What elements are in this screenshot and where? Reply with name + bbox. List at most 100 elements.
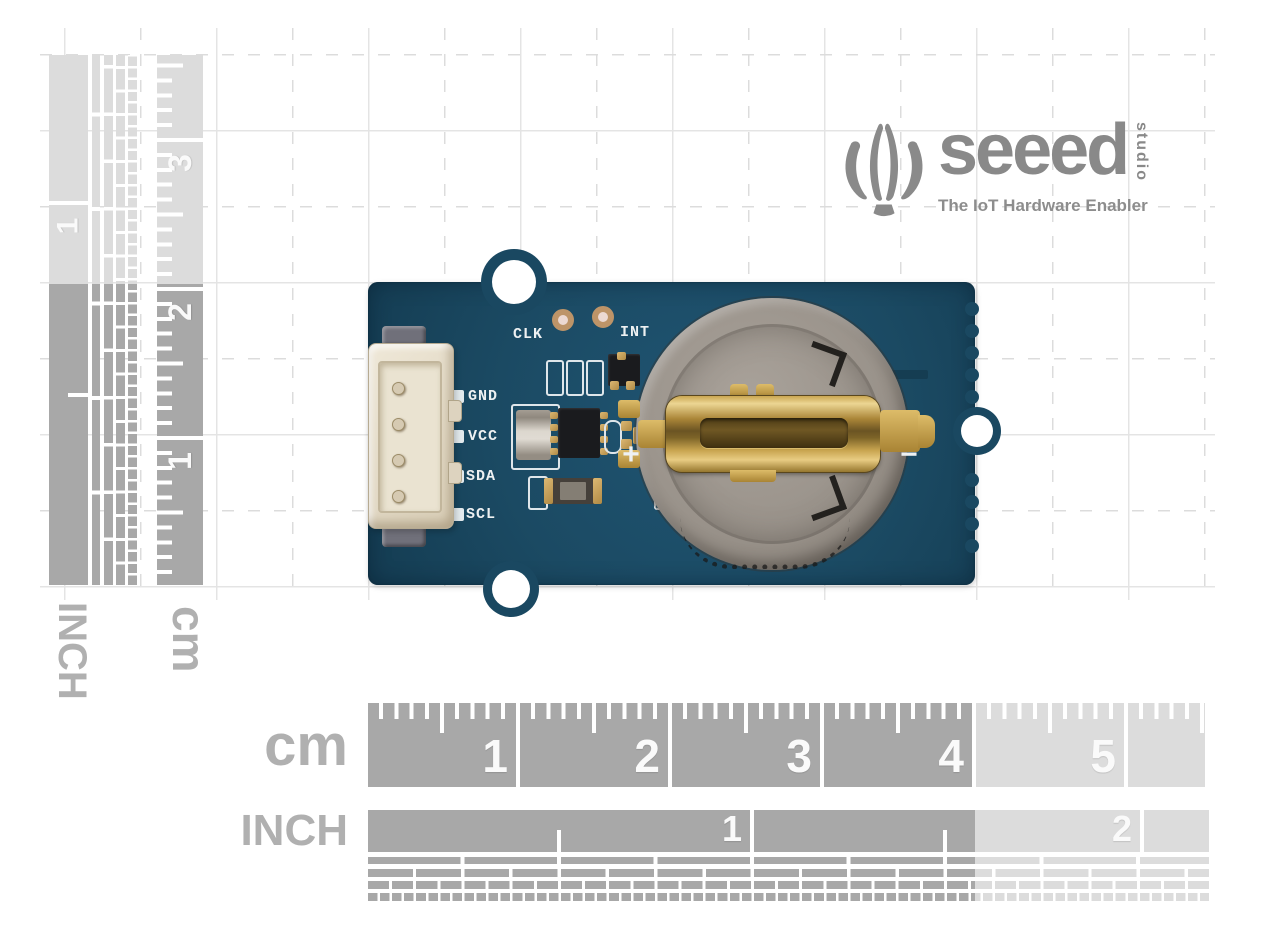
castellation [965,495,979,509]
castellation [965,473,979,487]
clip-contact [618,450,640,468]
ruler-left-inch: 1 [49,55,137,585]
silkscreen-vcc-label: VCC [468,428,499,445]
connector-pin [392,490,405,503]
connector-pin [392,382,405,395]
castellation [965,390,979,404]
seeed-logo: seeed studio The IoT Hardware Enabler [836,112,1196,227]
ruler-bottom-inch: 1 2 [368,808,1209,902]
cm-segment: 2 [520,703,668,787]
ruler-bottom-inch-bar: 1 2 [368,808,1209,852]
resistor-end [544,478,553,504]
clip-prong [730,384,748,398]
minus-mark: − [900,440,920,474]
ruler-left-inch-quarters [92,55,100,585]
ruler-left-inch-bar: 1 [49,55,88,585]
mounting-hole-right [961,415,993,447]
pcb-trace [886,370,928,379]
clip-prong-bottom [730,470,776,482]
ruler-left-inch-thirtyseconds [128,55,137,585]
grove-rtc-board: CLK INT GND VCC SDA SCL [368,249,1001,617]
battery-clip-slot [700,418,848,448]
ruler-bottom-cm: 1 2 3 4 5 [368,703,1209,787]
ruler-left-cm-unit-label: cm [163,606,215,673]
silkscreen-int-label: INT [620,324,651,341]
ruler-number: 1 [162,452,198,470]
ic-pin [550,412,558,419]
mounting-hole-top [492,260,536,304]
ruler-number: 3 [786,730,812,782]
connector-latch-top [382,326,426,346]
transistor-pad [626,381,635,390]
footprint [566,360,584,396]
ruler-number: 5 [1090,730,1116,782]
holder-dotted-arc [680,518,850,569]
ic-pin [550,436,558,443]
ruler-left-cm: 3 2 1 [157,55,203,585]
connector-tab [448,462,462,484]
plus-mark: + [622,440,642,474]
cm-segment: 5 [976,703,1124,787]
seeed-logo-icon [845,123,923,217]
ic-pin [600,412,608,419]
footprint [604,420,622,454]
silkscreen-scl-label: SCL [466,506,497,523]
mounting-hole-bottom [492,570,530,608]
ruler-number: 4 [938,730,964,782]
clip-right-tab [918,415,935,448]
logo-tagline: The IoT Hardware Enabler [938,196,1148,215]
ruler-number: 1 [51,217,85,235]
ic-pin [550,424,558,431]
ruler-number: 2 [162,303,198,321]
ruler-left-inch-unit-label: INCH [50,602,94,700]
silkscreen-sda-label: SDA [466,468,497,485]
castellation [965,517,979,531]
inch-sixteenths-row [368,881,1209,889]
ruler-number: 3 [162,154,198,172]
connector-tab [448,400,462,422]
inch-eighths-row [368,869,1209,877]
clip-prong [756,384,774,398]
castellation [965,368,979,382]
ruler-left-inch-sixteenths [116,55,125,585]
castellation [965,539,979,553]
logo-studio-text: studio [1133,122,1150,182]
ruler-bottom-inch-unit-label: INCH [240,806,348,855]
rtc-ic-chip [558,408,600,458]
ruler-number: 1 [482,730,508,782]
ruler-number: 2 [1111,808,1132,849]
int-via [592,306,614,328]
footprint [586,360,604,396]
cm-segment: 3 [672,703,820,787]
ic-pin [550,448,558,455]
solder-pad [621,439,632,449]
castellation [965,346,979,360]
ruler-number: 2 [634,730,660,782]
clip-contact [618,400,640,418]
connector-pin [392,418,405,431]
connector-latch-bottom [382,525,426,547]
resistor-end [593,478,602,504]
inch-quarters-row [368,857,1209,864]
castellation [965,324,979,338]
cm-segment [1128,703,1205,787]
clip-left-arm [638,420,670,448]
clk-via [552,309,574,331]
silkscreen-clk-label: CLK [513,326,544,343]
cm-segment: 1 [368,703,516,787]
castellation [965,302,979,316]
capacitor [516,410,551,460]
ruler-bottom-cm-unit-label: cm [264,713,348,778]
transistor-pad [617,352,626,360]
inch-thirtyseconds-row [368,893,1209,901]
ruler-left-inch-eighths [104,55,113,585]
solder-pad [621,421,632,431]
resistor-marking [560,482,586,500]
silkscreen-gnd-label: GND [468,388,499,405]
logo-brand-text: seeed [938,110,1130,190]
clip-right-arm [880,410,920,452]
footprint [546,360,564,396]
cm-segment: 4 [824,703,972,787]
connector-pin [392,454,405,467]
